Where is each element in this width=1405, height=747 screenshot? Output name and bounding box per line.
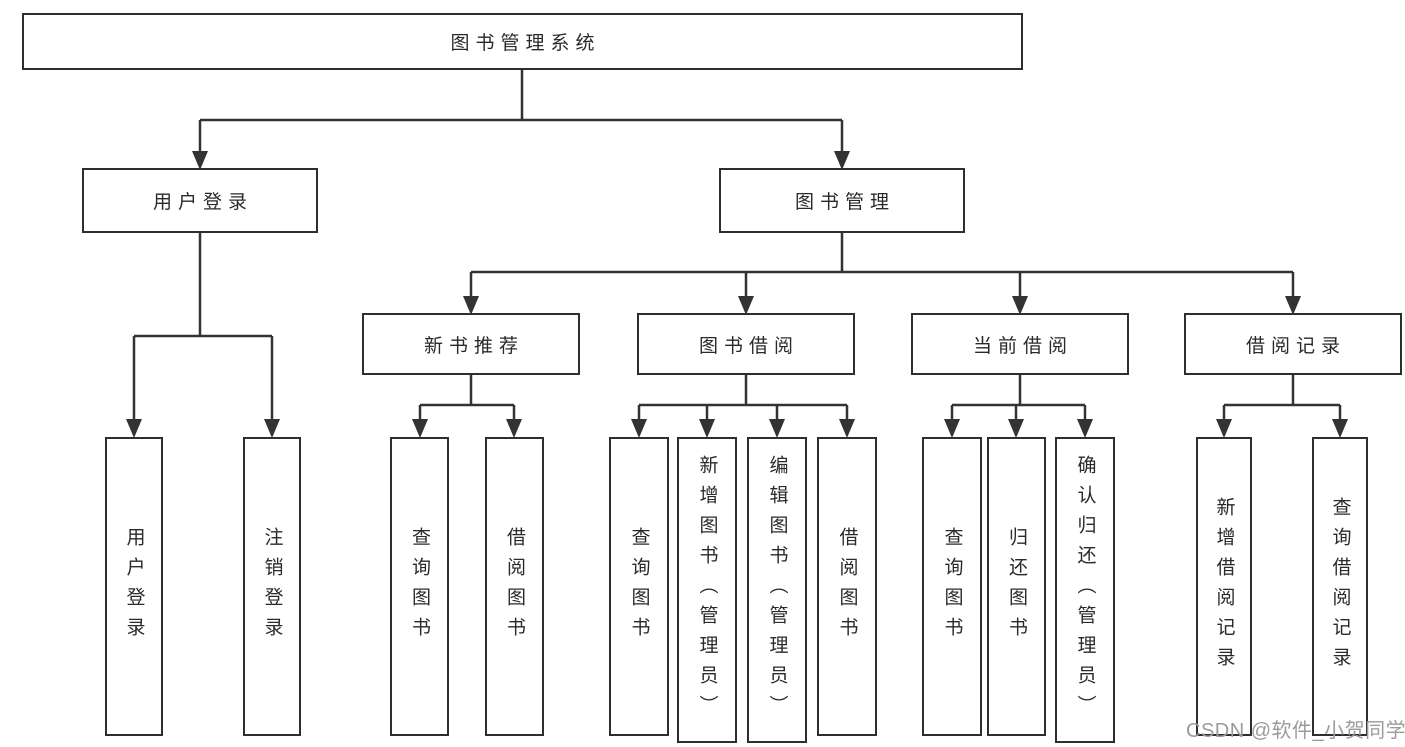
connector-borrowing-records-children	[1216, 375, 1348, 438]
leaf-borrow-books-recommend: 借阅图书	[485, 437, 544, 736]
leaf-edit-books-admin: 编辑图书（管理员）	[747, 437, 807, 743]
leaf-query-books-current: 查询图书	[922, 437, 982, 736]
leaf-query-borrowing-record: 查询借阅记录	[1312, 437, 1368, 736]
connector-book-management-children	[463, 233, 1301, 315]
leaf-query-books-borrowing: 查询图书	[609, 437, 669, 736]
leaf-return-books: 归还图书	[987, 437, 1046, 736]
leaf-logout-login: 注销登录	[243, 437, 301, 736]
leaf-borrow-books-borrowing: 借阅图书	[817, 437, 877, 736]
connector-new-book-recommendation-children	[412, 375, 522, 438]
connector-book-borrowing-children	[631, 375, 855, 438]
node-current-borrowing: 当前借阅	[911, 313, 1129, 375]
watermark-csdn: CSDN @软件_小贺同学	[1186, 720, 1405, 742]
node-library-management-system: 图书管理系统	[22, 13, 1023, 70]
connector-current-borrowing-children	[944, 375, 1093, 438]
node-new-book-recommendation: 新书推荐	[362, 313, 580, 375]
connector-user-login-children	[126, 233, 280, 438]
leaf-add-books-admin: 新增图书（管理员）	[677, 437, 737, 743]
node-book-borrowing: 图书借阅	[637, 313, 855, 375]
node-user-login: 用户登录	[82, 168, 318, 233]
leaf-confirm-return-admin: 确认归还（管理员）	[1055, 437, 1115, 743]
node-borrowing-records: 借阅记录	[1184, 313, 1402, 375]
leaf-query-books-recommend: 查询图书	[390, 437, 449, 736]
leaf-user-login: 用户登录	[105, 437, 163, 736]
connector-root-to-level2	[192, 70, 850, 170]
node-book-management: 图书管理	[719, 168, 965, 233]
leaf-add-borrowing-record: 新增借阅记录	[1196, 437, 1252, 736]
